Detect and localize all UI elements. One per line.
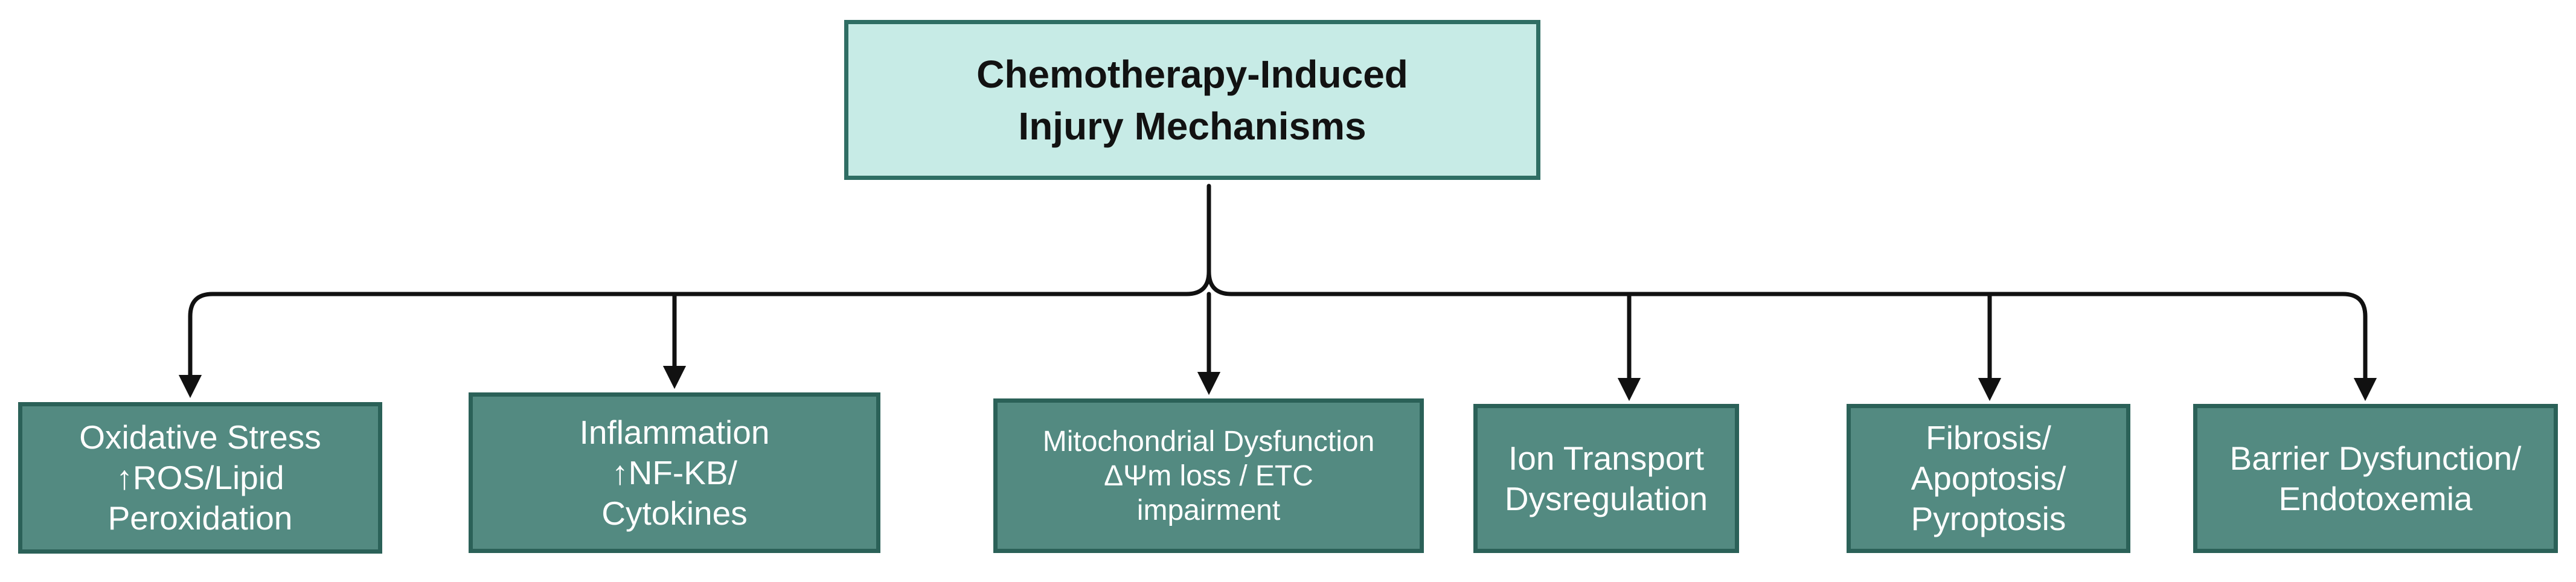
- node-label-line: Barrier Dysfunction/: [2229, 439, 2522, 477]
- node-label-line: Dysregulation: [1504, 479, 1708, 517]
- root-node-chemotherapy-injury: Chemotherapy-Induced Injury Mechanisms: [844, 20, 1540, 180]
- root-title-line: Injury Mechanisms: [1018, 104, 1366, 148]
- node-label-line: Apoptosis/: [1911, 459, 2066, 497]
- node-fibrosis-apoptosis-pyroptosis: Fibrosis/ Apoptosis/ Pyroptosis: [1847, 404, 2130, 553]
- node-label-line: Mitochondrial Dysfunction: [1042, 425, 1375, 458]
- node-oxidative-stress: Oxidative Stress ↑ROS/Lipid Peroxidation: [18, 402, 382, 554]
- node-label-line: Oxidative Stress: [79, 418, 321, 456]
- node-label-line: ↑ROS/Lipid: [116, 459, 284, 496]
- node-label-line: ↑NF-KB/: [612, 453, 737, 491]
- node-label-line: Pyroptosis: [1911, 500, 2066, 537]
- trunk-connector: [178, 184, 1211, 398]
- node-label-line: Ion Transport: [1508, 439, 1705, 477]
- node-barrier-dysfunction: Barrier Dysfunction/ Endotoxemia: [2193, 404, 2558, 553]
- root-title-line: Chemotherapy-Induced: [976, 52, 1408, 96]
- node-label-line: Cytokines: [601, 494, 748, 532]
- node-label-line: Endotoxemia: [2278, 479, 2473, 517]
- node-label-line: Fibrosis/: [1926, 419, 2051, 456]
- node-inflammation: Inflammation ↑NF-KB/ Cytokines: [469, 392, 880, 553]
- node-label-line: Peroxidation: [107, 499, 293, 537]
- node-mitochondrial-dysfunction: Mitochondrial Dysfunction ΔΨm loss / ETC…: [993, 398, 1424, 553]
- node-label-line: ΔΨm loss / ETC: [1104, 459, 1313, 492]
- node-label-line: impairment: [1136, 494, 1281, 526]
- node-ion-transport: Ion Transport Dysregulation: [1473, 404, 1739, 553]
- trunk-connector-right: [1206, 269, 2377, 401]
- node-label-line: Inflammation: [579, 413, 770, 451]
